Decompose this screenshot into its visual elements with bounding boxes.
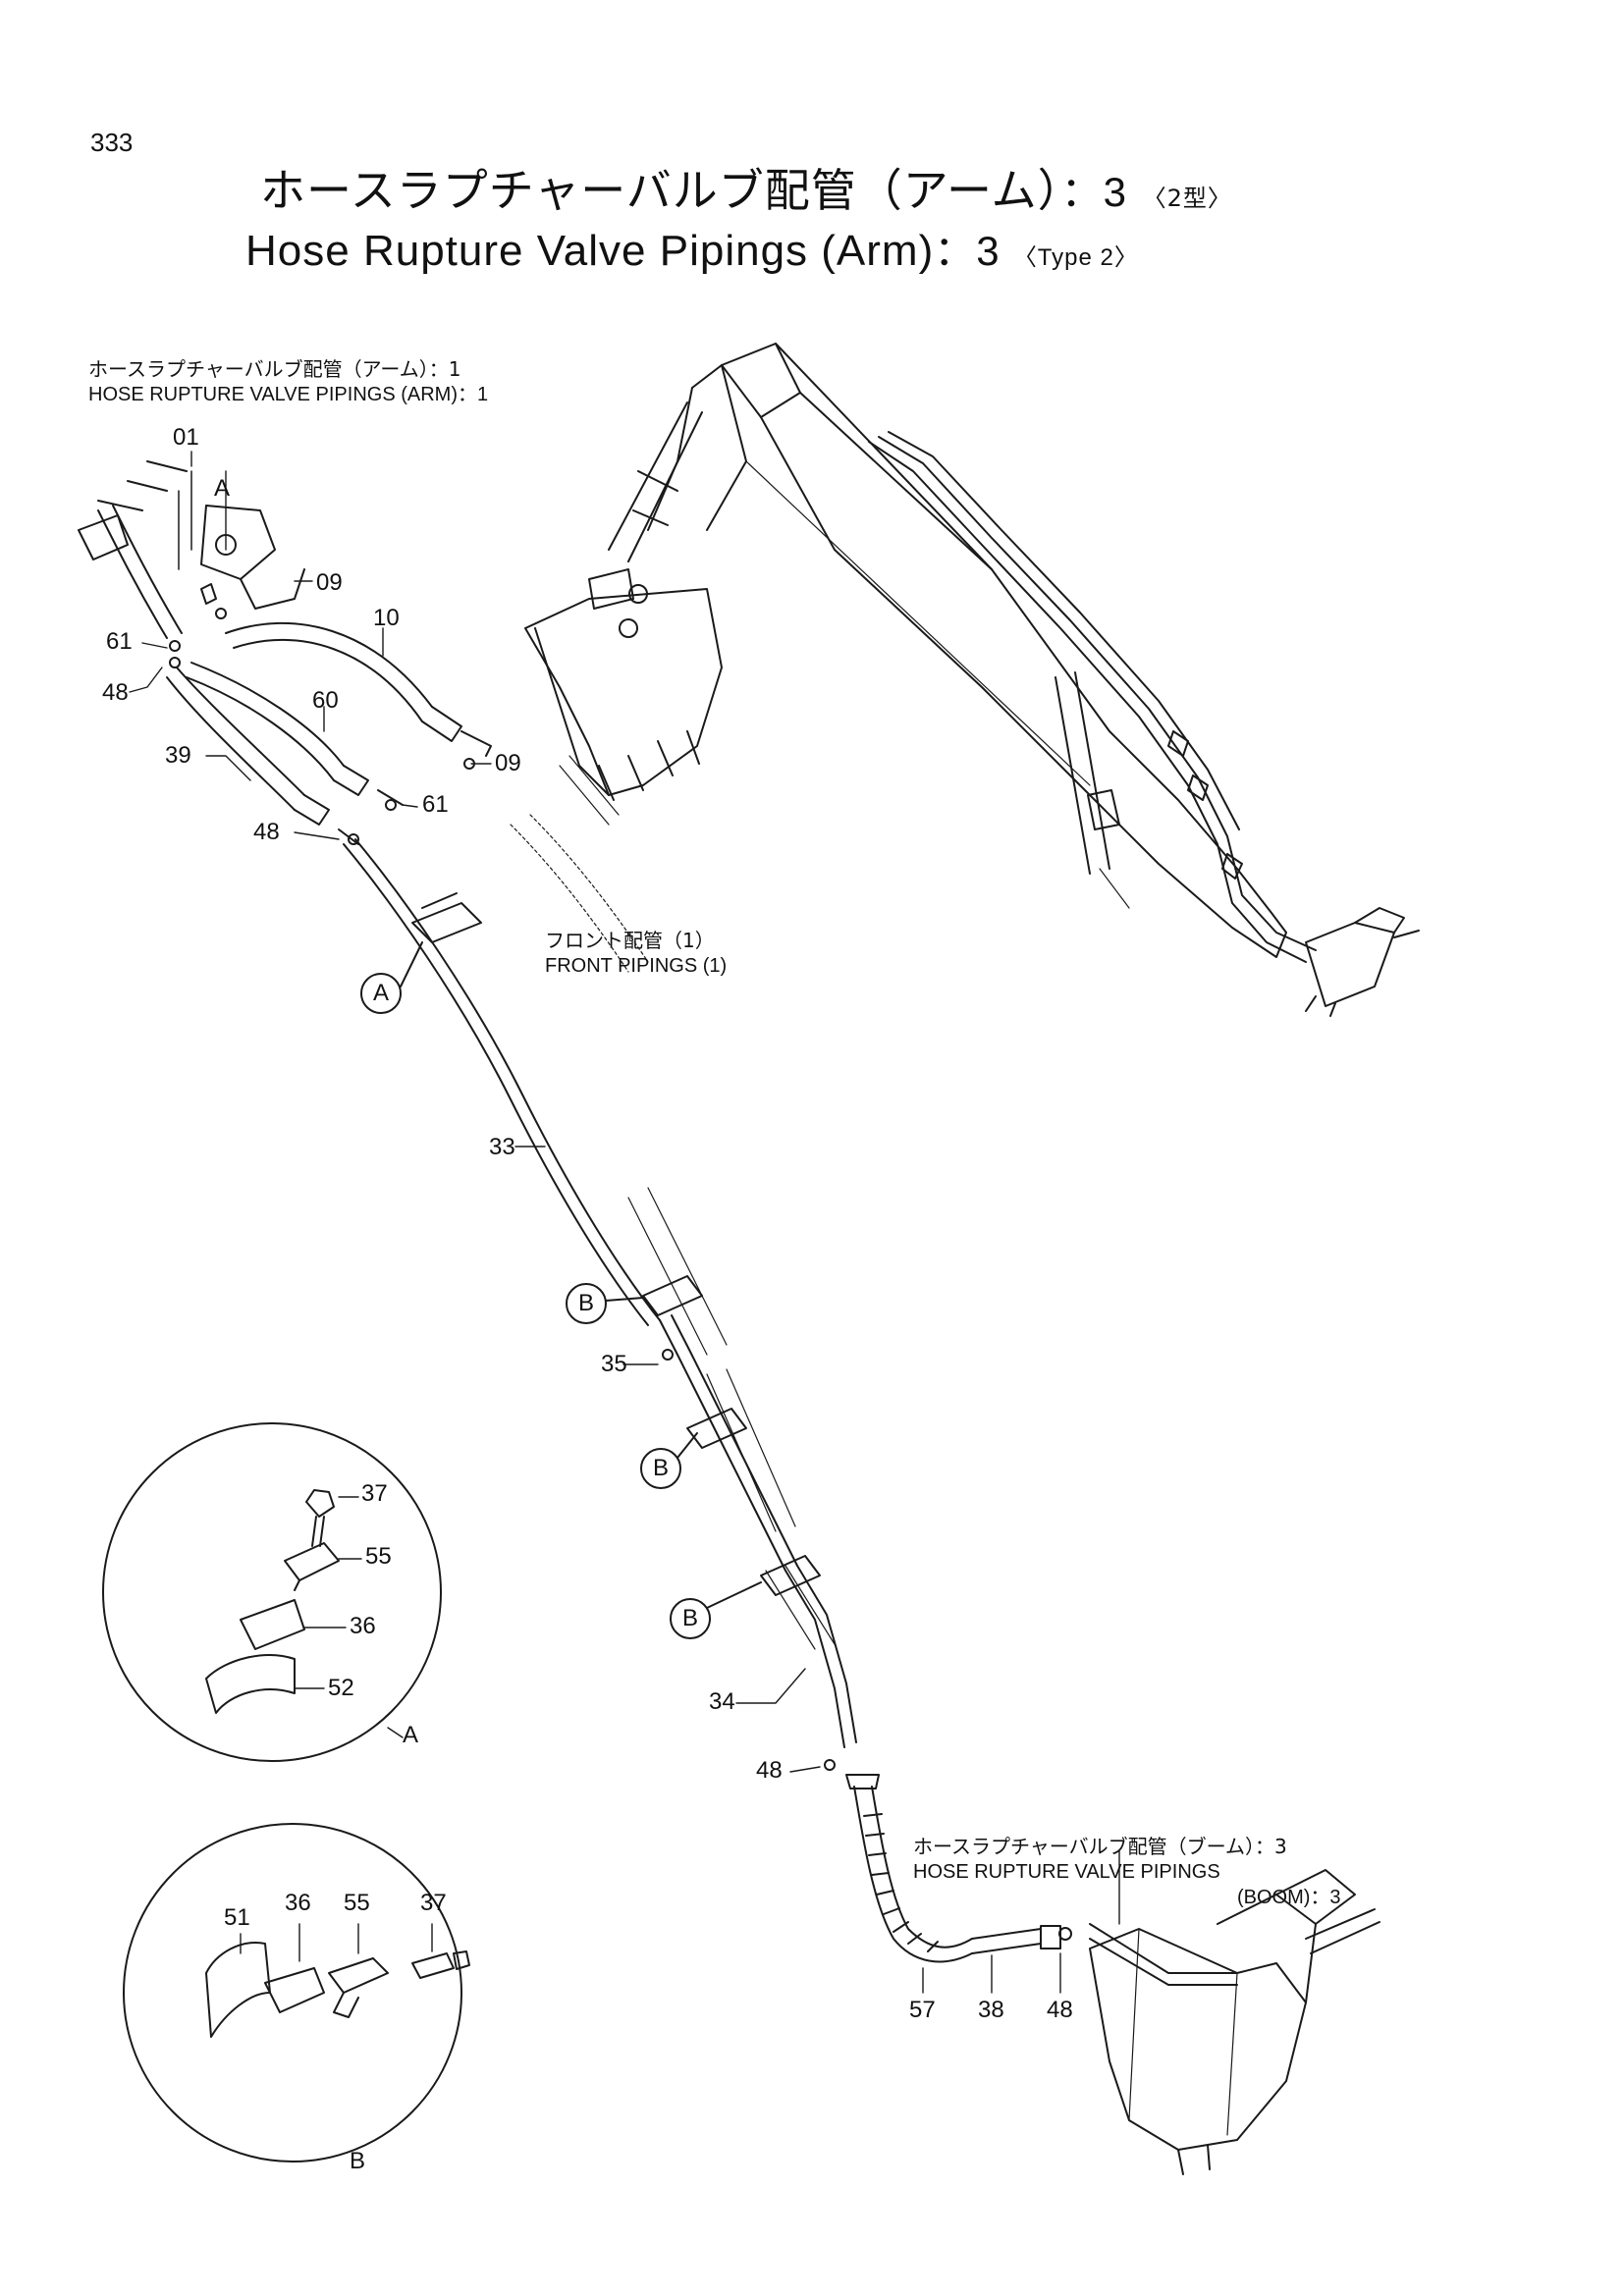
callout-09-top: 09 (316, 569, 343, 596)
page-number: 333 (90, 128, 134, 157)
reference-boom3-en-line1: HOSE RUPTURE VALVE PIPINGS (913, 1861, 1220, 1883)
detail-a-label: A (403, 1722, 419, 1748)
hose-38 (971, 1925, 1061, 1954)
callout-09-mid: 09 (495, 750, 521, 776)
callout-61-mid: 61 (422, 791, 449, 818)
marker-b1-label: B (578, 1290, 595, 1316)
top-left-valve-cluster (78, 460, 305, 639)
excavator-arm-illustration (524, 343, 1420, 1017)
hose-57 (845, 1774, 973, 1963)
hose-10 (225, 622, 492, 757)
reference-boom3-jp: ホースラプチャーバルブ配管（ブーム）：3 (913, 1835, 1287, 1858)
detail-a-callout-52: 52 (328, 1675, 354, 1701)
reference-arm-pipings-1: ホースラプチャーバルブ配管（アーム）：1 HOSE RUPTURE VALVE … (88, 356, 488, 407)
boom-valve (1089, 1869, 1380, 2175)
title-jp-type: 〈2型〉 (1142, 185, 1232, 212)
title-jp-suffix: ：3 (1060, 169, 1127, 215)
callout-a-top: A (214, 475, 231, 502)
detail-b-callout-37: 37 (420, 1890, 447, 1916)
callout-33: 33 (489, 1134, 515, 1160)
detail-a-callout-55: 55 (365, 1543, 392, 1570)
callout-38: 38 (978, 1997, 1004, 2023)
callout-48-left: 48 (102, 679, 129, 706)
pipe-33 (343, 755, 661, 1326)
callout-10: 10 (373, 605, 400, 631)
marker-b3-label: B (682, 1605, 699, 1631)
marker-b2-circle (640, 1432, 698, 1489)
detail-a-callout-37: 37 (361, 1480, 388, 1507)
title-en-text: Hose Rupture Valve Pipings (Arm) (245, 227, 935, 275)
title-jp-text: ホースラプチャーバルブ配管（アーム） (260, 164, 1061, 217)
callout-48-mid: 48 (253, 819, 280, 845)
marker-a-circle (360, 941, 423, 1014)
detail-b-callout-51: 51 (224, 1904, 250, 1931)
reference-arm1-en: HOSE RUPTURE VALVE PIPINGS (ARM)：1 (88, 384, 489, 405)
callout-60: 60 (312, 687, 339, 714)
detail-a (102, 1422, 442, 1762)
callout-35: 35 (601, 1351, 627, 1377)
callout-39: 39 (165, 742, 191, 769)
hose-60 (186, 662, 404, 806)
reference-front-en: FRONT PIPINGS (1) (545, 955, 728, 977)
detail-b-label: B (350, 2148, 366, 2174)
reference-front-jp: フロント配管（1） (545, 929, 715, 952)
reference-boom3-en-line2: (BOOM)：3 (1237, 1887, 1341, 1908)
clamp-b-lower (760, 1555, 821, 1596)
marker-b3-circle (670, 1581, 762, 1639)
marker-a-label: A (373, 980, 390, 1006)
reference-front-pipings: フロント配管（1） FRONT PIPINGS (1) (545, 928, 727, 979)
callout-61-left: 61 (106, 628, 133, 655)
callout-48-low: 48 (756, 1757, 783, 1784)
fittings (169, 608, 1072, 1941)
clamp-b-upper (642, 1275, 703, 1316)
pipe-34 (627, 1187, 857, 1748)
detail-b (123, 1823, 470, 2163)
detail-b-callout-36: 36 (285, 1890, 311, 1916)
reference-boom-pipings-3: ホースラプチャーバルブ配管（ブーム）：3 HOSE RUPTURE VALVE … (913, 1834, 1341, 1910)
clamp-a (411, 892, 482, 943)
callout-34: 34 (709, 1688, 735, 1715)
page-title-english: Hose Rupture Valve Pipings (Arm)：3 〈Type… (245, 218, 1139, 278)
page-title-japanese: ホースラプチャーバルブ配管（アーム）：3 〈2型〉 (260, 155, 1232, 220)
callout-01: 01 (173, 424, 199, 451)
callout-57: 57 (909, 1997, 936, 2023)
callout-48-bottom: 48 (1047, 1997, 1073, 2023)
marker-b2-label: B (653, 1455, 670, 1481)
marker-b1-circle (566, 1283, 644, 1324)
reference-arm1-jp: ホースラプチャーバルブ配管（アーム）：1 (88, 357, 461, 381)
title-en-suffix: ：3 (934, 228, 1001, 274)
title-en-type: 〈Type 2〉 (1012, 244, 1139, 271)
detail-b-callout-55: 55 (344, 1890, 370, 1916)
detail-a-callout-36: 36 (350, 1613, 376, 1639)
clamp-b-middle (686, 1408, 747, 1449)
leader-lines (129, 451, 1120, 1994)
hose-39 (166, 667, 359, 845)
